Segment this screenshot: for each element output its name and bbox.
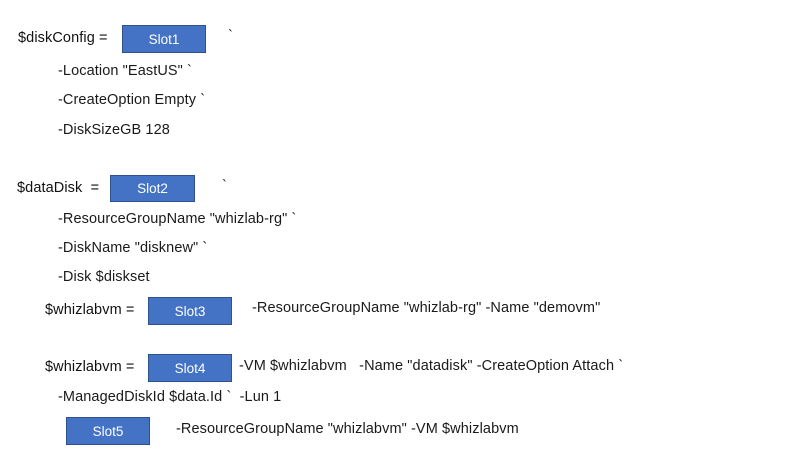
block-1-param-2: -CreateOption Empty ` bbox=[58, 92, 206, 108]
block-1-trailing-tick: ` bbox=[228, 28, 233, 44]
block-5-inline-args: -ResourceGroupName "whizlabvm" -VM $whiz… bbox=[176, 421, 519, 437]
block-2-param-1: -ResourceGroupName "whizlab-rg" ` bbox=[58, 211, 297, 227]
block-1-lead-label: $diskConfig = bbox=[18, 30, 108, 46]
block-2-trailing-tick: ` bbox=[222, 178, 227, 194]
block-2-param-3: -Disk $diskset bbox=[58, 269, 150, 285]
slot4-dropzone[interactable]: Slot4 bbox=[148, 354, 232, 382]
slot4-label: Slot4 bbox=[174, 360, 206, 376]
block-4-continuation: -ManagedDiskId $data.Id ` -Lun 1 bbox=[58, 389, 282, 405]
slot3-label: Slot3 bbox=[174, 303, 206, 319]
block-2-param-2: -DiskName "disknew" ` bbox=[58, 240, 208, 256]
block-3-lead-label: $whizlabvm = bbox=[45, 302, 135, 318]
slot5-dropzone[interactable]: Slot5 bbox=[66, 417, 150, 445]
block-1-param-3: -DiskSizeGB 128 bbox=[58, 122, 170, 138]
block-4-lead-label: $whizlabvm = bbox=[45, 359, 135, 375]
slot1-label: Slot1 bbox=[148, 31, 180, 47]
slot5-label: Slot5 bbox=[92, 423, 124, 439]
slot2-label: Slot2 bbox=[137, 181, 168, 196]
block-4-inline-args: -VM $whizlabvm -Name "datadisk" -CreateO… bbox=[239, 358, 624, 374]
slot3-dropzone[interactable]: Slot3 bbox=[148, 297, 232, 325]
block-2-lead-label: $dataDisk = bbox=[17, 180, 100, 196]
slot2-dropzone[interactable]: Slot2 bbox=[110, 175, 195, 202]
block-1-param-1: -Location "EastUS" ` bbox=[58, 63, 192, 79]
block-3-inline-args: -ResourceGroupName "whizlab-rg" -Name "d… bbox=[252, 300, 601, 316]
slot1-dropzone[interactable]: Slot1 bbox=[122, 25, 206, 53]
